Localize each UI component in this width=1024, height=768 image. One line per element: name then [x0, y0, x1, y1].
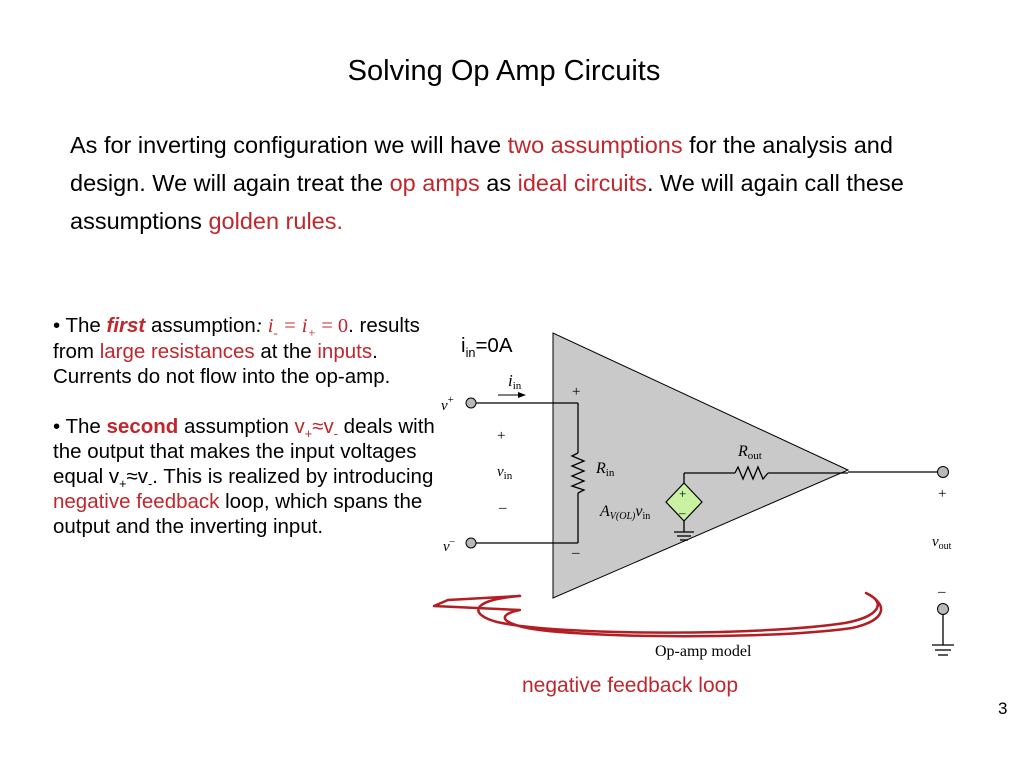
- intro-text-4: . We will again call these assumptions: [70, 170, 904, 234]
- vout-label: vout: [932, 534, 952, 552]
- eq2-minus: -: [333, 426, 338, 442]
- minus-mid-label: –: [498, 500, 507, 516]
- op-amp-model-diagram: iin v+ + + vin – v– – Rin Rout + – AV(OL…: [432, 332, 954, 660]
- second-text-1-plus: +: [119, 476, 127, 492]
- eq-i2: i: [301, 315, 308, 337]
- rin-label: Rin: [595, 460, 615, 479]
- plus-mid-label: +: [497, 428, 505, 444]
- eq-zero: = 0: [316, 315, 349, 337]
- source-plus-label: +: [679, 486, 686, 501]
- gain-label: AV(OL)vin: [599, 503, 650, 522]
- first-period: .: [348, 314, 354, 337]
- vplus-label: v+: [441, 394, 454, 414]
- second-keyword: second: [106, 415, 179, 438]
- second-after: assumption: [178, 415, 295, 438]
- intro-highlight-two-assumptions: two assumptions: [507, 132, 683, 158]
- second-bullet: • The: [53, 415, 107, 438]
- iin-value: =0A: [475, 334, 513, 357]
- iin-sub: in: [465, 345, 476, 361]
- rout-label: Rout: [737, 443, 762, 462]
- intro-highlight-op-amps: op amps: [389, 170, 480, 196]
- first-text-1: results from: [53, 314, 420, 363]
- vplus-terminal: [465, 397, 477, 409]
- first-colon: :: [255, 315, 268, 337]
- out-minus-label: –: [937, 584, 946, 600]
- intro-paragraph: As for inverting configuration we will h…: [70, 126, 950, 240]
- first-text-3: . Currents do not flow into the op-amp.: [53, 340, 391, 388]
- iin-i: i: [461, 334, 466, 357]
- vin-label: vin: [497, 464, 513, 482]
- minus-bottom-label: –: [571, 545, 580, 561]
- first-after: assumption: [145, 314, 256, 337]
- eq2-approx: ≈v: [312, 415, 334, 438]
- first-highlight-large-resistances: large resistances: [99, 340, 255, 363]
- intro-highlight-ideal-circuits: ideal circuits: [517, 170, 647, 196]
- eq-plus: +: [307, 326, 317, 341]
- eq-equals: =: [277, 315, 302, 337]
- intro-text-1: As for inverting configuration we will h…: [70, 132, 508, 158]
- intro-text-3: as: [479, 170, 518, 196]
- out-plus-label: +: [938, 486, 946, 502]
- plus-top-label: +: [572, 384, 580, 400]
- assumptions-column: • The first assumption: i- = i+ = 0. res…: [53, 313, 448, 539]
- intro-text-2: for the analysis and design. We will aga…: [70, 132, 893, 196]
- second-text-1-minus: -: [148, 476, 153, 492]
- second-text-1: deals with the output that makes the inp…: [53, 415, 435, 488]
- vout-terminal: [937, 466, 949, 478]
- vminus-terminal: [465, 537, 477, 549]
- first-equation: i- = i+ = 0: [267, 315, 349, 341]
- second-highlight-negative-feedback: negative feedback: [53, 490, 220, 513]
- second-text-1-approx: ≈v: [126, 465, 149, 488]
- vminus-label: v–: [443, 536, 456, 555]
- eq2-v: v: [294, 415, 305, 438]
- slide-title: Solving Op Amp Circuits: [347, 55, 661, 87]
- first-text-2: at the: [254, 340, 318, 363]
- second-assumption: • The second assumption v+≈v- deals with…: [53, 414, 448, 539]
- op-amp-model-caption: Op-amp model: [655, 643, 752, 660]
- second-text-2: loop, which spans the output and the inv…: [53, 490, 423, 538]
- first-assumption: • The first assumption: i- = i+ = 0. res…: [53, 313, 448, 389]
- eq-minus: -: [273, 326, 278, 341]
- eq2-plus: +: [304, 426, 313, 442]
- first-keyword: first: [106, 314, 146, 337]
- ground-terminal: [937, 603, 949, 615]
- rout-resistor: [734, 465, 769, 481]
- iin-zero-label: iin=0A: [461, 334, 513, 361]
- slide-number: 3: [998, 699, 1008, 718]
- negative-feedback-caption: negative feedback loop: [522, 674, 738, 697]
- first-bullet: • The: [53, 314, 107, 337]
- rin-resistor: [570, 452, 586, 494]
- negative-feedback-loop: [432, 591, 883, 638]
- first-highlight-inputs: inputs: [317, 340, 373, 363]
- input-current-arrowhead: [518, 392, 526, 398]
- second-text-1-end: . This is realized by introducing: [152, 465, 434, 488]
- second-equation: v+≈v-: [294, 415, 338, 442]
- eq-i: i: [267, 315, 274, 337]
- intro-highlight-golden-rules: golden rules.: [208, 208, 344, 234]
- op-amp-triangle: [552, 332, 850, 599]
- iin-arrow-label: iin: [508, 371, 522, 392]
- source-minus-label: –: [678, 505, 686, 520]
